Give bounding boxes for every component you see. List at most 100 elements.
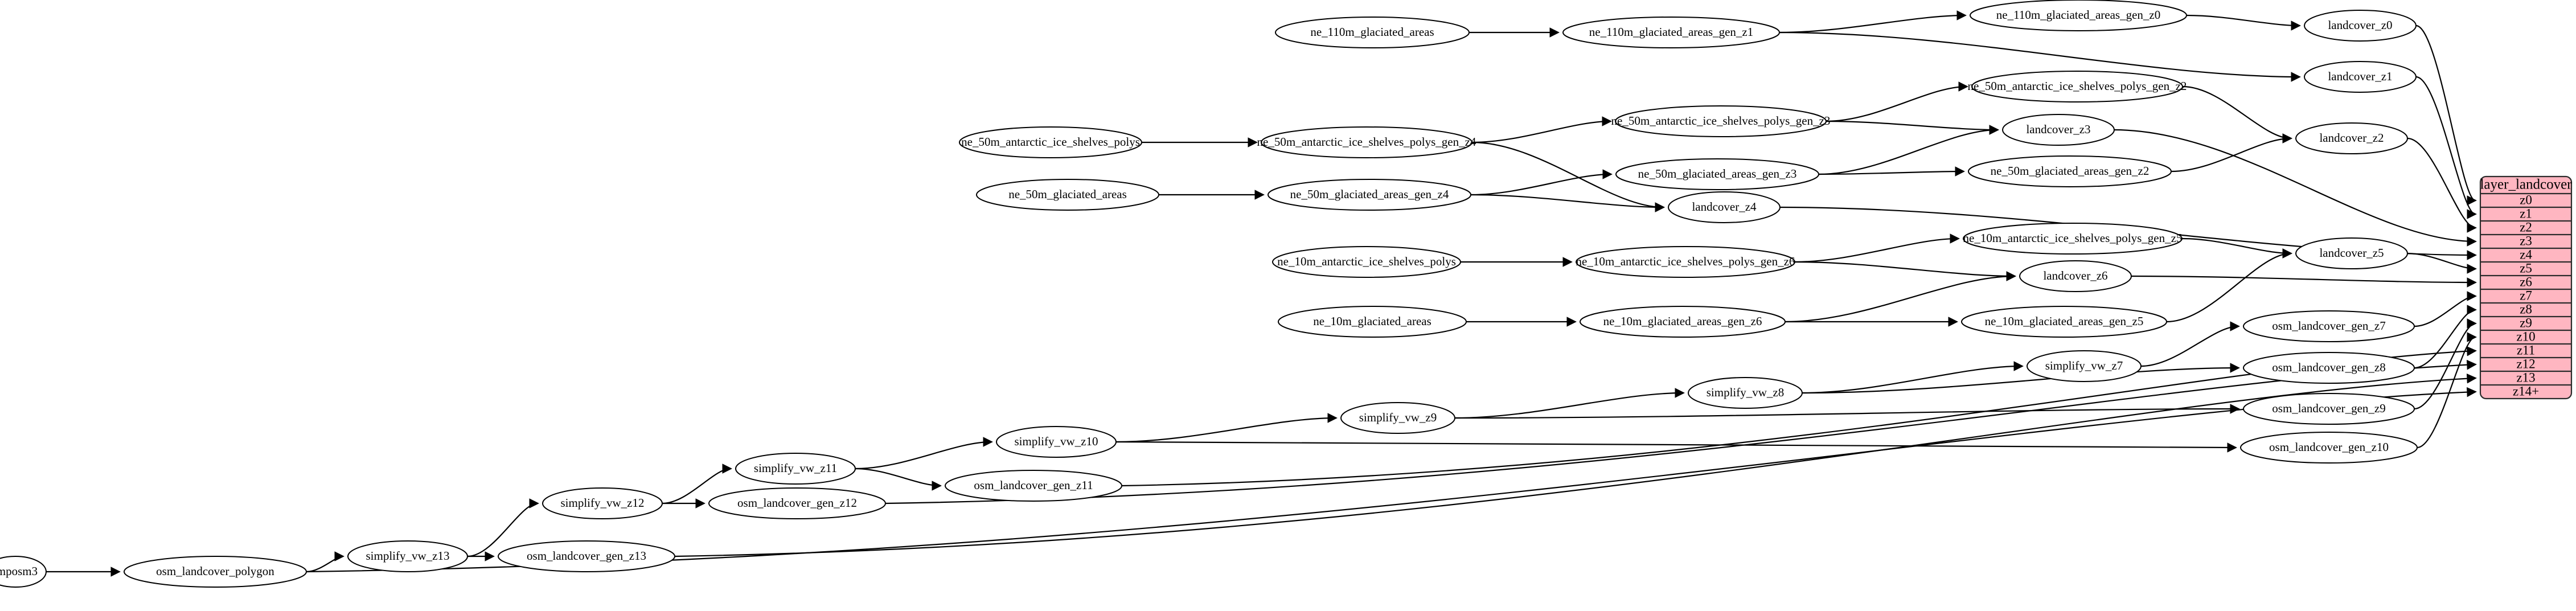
node-simplify_vw_z7[interactable]: simplify_vw_z7 — [2027, 350, 2142, 382]
node-ne_110m_glaciated_areas[interactable]: ne_110m_glaciated_areas — [1275, 17, 1470, 48]
node-label: ne_110m_glaciated_areas_gen_z1 — [1589, 25, 1753, 39]
layer-table-row-z7[interactable]: z7 — [2520, 288, 2532, 302]
layer-table-row-z5[interactable]: z5 — [2520, 261, 2532, 275]
node-ne_110m_glaciated_areas_gen_z1[interactable]: ne_110m_glaciated_areas_gen_z1 — [1562, 17, 1780, 48]
node-landcover_z5[interactable]: landcover_z5 — [2295, 237, 2408, 269]
layer-table-row-z13[interactable]: z13 — [2516, 370, 2535, 384]
node-osm_landcover_gen_z10[interactable]: osm_landcover_gen_z10 — [2240, 432, 2418, 464]
edge-ne_110m_glaciated_areas_gen_z0-to-landcover_z0 — [2186, 14, 2301, 31]
node-label: landcover_z4 — [1692, 200, 1757, 214]
node-label: ne_10m_glaciated_areas — [1313, 314, 1431, 328]
node-osm_landcover_gen_z11[interactable]: osm_landcover_gen_z11 — [945, 470, 1122, 502]
node-ne_50m_antarctic_ice_shelves_polys[interactable]: ne_50m_antarctic_ice_shelves_polys — [959, 126, 1142, 158]
node-ellipse — [347, 540, 468, 572]
node-osm_landcover_gen_z13[interactable]: osm_landcover_gen_z13 — [498, 540, 675, 572]
node-landcover_z2[interactable]: landcover_z2 — [2295, 122, 2408, 154]
edge-ne_10m_glaciated_areas_gen_z6-to-landcover_z6 — [1785, 271, 2016, 323]
node-simplify_vw_z10[interactable]: simplify_vw_z10 — [996, 426, 1117, 458]
node-label: simplify_vw_z9 — [1359, 411, 1437, 424]
node-simplify_vw_z13[interactable]: simplify_vw_z13 — [347, 540, 468, 572]
node-label: simplify_vw_z12 — [561, 496, 645, 510]
node-ellipse — [2243, 393, 2415, 425]
node-ellipse — [976, 179, 1159, 211]
layer-table-row-z1[interactable]: z1 — [2520, 206, 2532, 220]
node-label: osm_landcover_gen_z11 — [974, 478, 1093, 492]
node-label: imposm3 — [0, 564, 38, 578]
layer-table-row-z10[interactable]: z10 — [2516, 329, 2535, 343]
layer-table-row-z4[interactable]: z4 — [2520, 247, 2532, 261]
node-landcover_z0[interactable]: landcover_z0 — [2304, 10, 2417, 42]
edge-landcover_z2-to-layer_landcover.z2 — [2407, 137, 2477, 233]
node-ne_10m_antarctic_ice_shelves_polys[interactable]: ne_10m_antarctic_ice_shelves_polys — [1272, 246, 1461, 278]
node-ne_50m_antarctic_ice_shelves_polys_gen_z3[interactable]: ne_50m_antarctic_ice_shelves_polys_gen_z… — [1611, 105, 1831, 137]
node-simplify_vw_z8[interactable]: simplify_vw_z8 — [1688, 377, 1803, 409]
node-osm_landcover_gen_z12[interactable]: osm_landcover_gen_z12 — [708, 487, 886, 519]
layer-table-row-z2[interactable]: z2 — [2520, 220, 2532, 234]
node-simplify_vw_z12[interactable]: simplify_vw_z12 — [542, 487, 663, 519]
node-ne_50m_glaciated_areas_gen_z4[interactable]: ne_50m_glaciated_areas_gen_z4 — [1268, 179, 1471, 211]
layer-table-row-z12[interactable]: z12 — [2516, 356, 2535, 371]
node-ellipse — [1615, 105, 1827, 137]
node-landcover_z6[interactable]: landcover_z6 — [2019, 260, 2132, 292]
node-landcover_z1[interactable]: landcover_z1 — [2304, 61, 2417, 93]
node-label: ne_110m_glaciated_areas_gen_z0 — [1996, 8, 2160, 22]
node-simplify_vw_z11[interactable]: simplify_vw_z11 — [735, 453, 856, 485]
node-ellipse — [945, 470, 1122, 502]
layer-table-row-z11[interactable]: z11 — [2517, 343, 2535, 357]
node-ne_50m_glaciated_areas_gen_z2[interactable]: ne_50m_glaciated_areas_gen_z2 — [1968, 155, 2172, 187]
edge-osm_landcover_gen_z9-to-layer_landcover.z9 — [2414, 318, 2477, 410]
node-label: ne_50m_antarctic_ice_shelves_polys_gen_z… — [1257, 135, 1476, 149]
node-label: landcover_z0 — [2328, 18, 2392, 32]
edge-ne_50m_antarctic_ice_shelves_polys_gen_z3-to-ne_50m_antarctic_ice_shelves_polys_gen_z2 — [1826, 81, 1968, 122]
edge-simplify_vw_z11-to-simplify_vw_z10 — [855, 437, 993, 470]
node-osm_landcover_gen_z8[interactable]: osm_landcover_gen_z8 — [2243, 352, 2415, 384]
node-ellipse — [1971, 71, 2183, 102]
node-label: simplify_vw_z8 — [1707, 386, 1785, 399]
edge-ne_110m_glaciated_areas_gen_z1-to-landcover_z1 — [1779, 31, 2301, 82]
node-osm_landcover_polygon[interactable]: osm_landcover_polygon — [124, 556, 307, 588]
node-ne_50m_antarctic_ice_shelves_polys_gen_z2[interactable]: ne_50m_antarctic_ice_shelves_polys_gen_z… — [1968, 71, 2187, 102]
edge-simplify_vw_z9-to-simplify_vw_z8 — [1454, 388, 1685, 419]
edge-simplify_vw_z12-to-simplify_vw_z11 — [662, 464, 732, 505]
node-ellipse — [1968, 155, 2172, 187]
node-ellipse — [0, 556, 47, 588]
node-ellipse — [1688, 377, 1803, 409]
node-landcover_z3[interactable]: landcover_z3 — [2002, 114, 2115, 146]
node-simplify_vw_z9[interactable]: simplify_vw_z9 — [1340, 402, 1455, 434]
edge-simplify_vw_z8-to-osm_landcover_gen_z8 — [1802, 363, 2240, 394]
node-ne_110m_glaciated_areas_gen_z0[interactable]: ne_110m_glaciated_areas_gen_z0 — [1970, 0, 2187, 31]
node-imposm3[interactable]: imposm3 — [0, 556, 47, 588]
node-label: landcover_z1 — [2328, 69, 2392, 83]
node-label: osm_landcover_gen_z10 — [2269, 440, 2389, 454]
edge-ne_10m_antarctic_ice_shelves_polys_gen_z6-to-ne_10m_antarctic_ice_shelves_polys_gen_z5 — [1794, 233, 1960, 263]
edge-ne_50m_glaciated_areas_gen_z4-to-landcover_z4 — [1470, 194, 1665, 212]
node-ellipse — [1576, 246, 1795, 278]
node-ne_10m_glaciated_areas[interactable]: ne_10m_glaciated_areas — [1278, 306, 1467, 338]
node-label: ne_10m_glaciated_areas_gen_z5 — [1985, 314, 2144, 328]
node-ellipse — [2295, 237, 2408, 269]
node-osm_landcover_gen_z7[interactable]: osm_landcover_gen_z7 — [2243, 310, 2415, 342]
node-landcover_z4[interactable]: landcover_z4 — [1668, 191, 1781, 223]
layer-table-row-z3[interactable]: z3 — [2520, 233, 2532, 248]
node-ne_50m_glaciated_areas[interactable]: ne_50m_glaciated_areas — [976, 179, 1159, 211]
node-ne_50m_antarctic_ice_shelves_polys_gen_z4[interactable]: ne_50m_antarctic_ice_shelves_polys_gen_z… — [1257, 126, 1476, 158]
node-ne_10m_glaciated_areas_gen_z5[interactable]: ne_10m_glaciated_areas_gen_z5 — [1961, 306, 2167, 338]
node-osm_landcover_gen_z9[interactable]: osm_landcover_gen_z9 — [2243, 393, 2415, 425]
layer-table-row-z0[interactable]: z0 — [2520, 192, 2532, 207]
layer-table-row-z14[interactable]: z14+ — [2513, 384, 2539, 398]
node-ne_10m_antarctic_ice_shelves_polys_gen_z6[interactable]: ne_10m_antarctic_ice_shelves_polys_gen_z… — [1576, 246, 1795, 278]
node-label: landcover_z3 — [2026, 122, 2090, 136]
node-ne_10m_antarctic_ice_shelves_polys_gen_z5[interactable]: ne_10m_antarctic_ice_shelves_polys_gen_z… — [1963, 223, 2183, 255]
edge-ne_50m_glaciated_areas_gen_z2-to-landcover_z2 — [2171, 133, 2292, 173]
layer-table-row-z8[interactable]: z8 — [2520, 302, 2532, 316]
layer-table-row-z6[interactable]: z6 — [2520, 274, 2532, 289]
node-label: ne_10m_glaciated_areas_gen_z6 — [1603, 314, 1762, 328]
node-ne_50m_glaciated_areas_gen_z3[interactable]: ne_50m_glaciated_areas_gen_z3 — [1615, 158, 1819, 190]
node-ne_10m_glaciated_areas_gen_z6[interactable]: ne_10m_glaciated_areas_gen_z6 — [1580, 306, 1786, 338]
node-label: osm_landcover_gen_z7 — [2272, 319, 2385, 333]
node-ellipse — [1963, 223, 2183, 255]
node-label: ne_50m_antarctic_ice_shelves_polys — [961, 135, 1140, 149]
layer-table-row-z9[interactable]: z9 — [2520, 315, 2532, 330]
